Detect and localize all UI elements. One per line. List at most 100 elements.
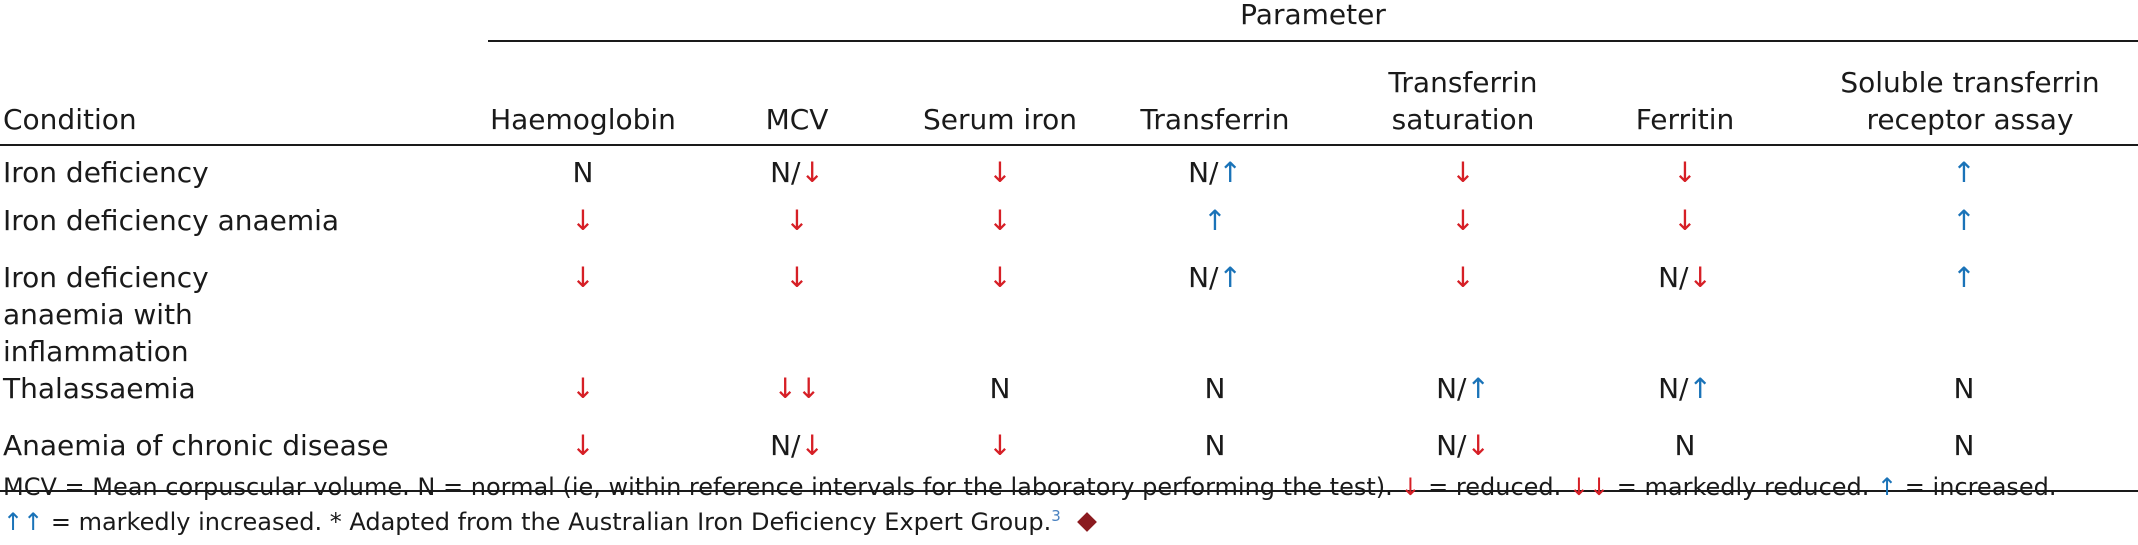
value-cell: ↑ [1790,259,2138,370]
down-arrow-icon: ↓ [988,429,1012,462]
down-arrow-icon: ↓ [571,429,595,462]
iron-studies-table: Condition Haemoglobin MCV Serum iron Tra… [0,44,2138,492]
value-cell: N [1084,427,1346,491]
footnote-markedly-increased: = markedly increased. * Adapted from the… [50,508,1052,536]
value-cell: N/↓ [678,145,916,202]
down-arrow-icon: ↓ [1451,261,1475,294]
value-cell: ↓ [1346,202,1580,259]
value-cell: ↓ [916,145,1084,202]
value-cell: N/↑ [1084,145,1346,202]
value-cell: ↓ [1580,202,1790,259]
value-cell: ↓ [488,370,678,427]
value-cell: ↓ [1346,259,1580,370]
value-text: N/ [1658,372,1689,405]
condition-cell: Anaemia of chronic disease [3,429,389,462]
header-row: Condition Haemoglobin MCV Serum iron Tra… [0,44,2138,146]
value-cell: ↑ [1084,202,1346,259]
down-arrow-icon: ↓ [1451,204,1475,237]
value-cell: ↓ [1580,145,1790,202]
down-arrow-icon: ↓ [571,372,595,405]
reduced-arrow-icon: ↓ [1400,473,1421,501]
increased-arrow-icon: ↑ [1877,473,1898,501]
col-haemoglobin: Haemoglobin [488,44,678,146]
up-arrow-icon: ↑ [1466,372,1490,405]
value-cell: N/↑ [1580,370,1790,427]
value-cell: ↓ [678,259,916,370]
col-soluble-transferrin-receptor: Soluble transferrin receptor assay [1790,44,2138,146]
up-arrow-icon: ↑ [1203,204,1227,237]
value-text: N/ [1436,372,1467,405]
value-cell: N/↓ [678,427,916,491]
down-arrow-icon: ↓ [1451,156,1475,189]
end-diamond-icon [1077,512,1098,532]
down-arrow-icon: ↓↓ [773,372,821,405]
value-cell: N/↑ [1346,370,1580,427]
markedly-reduced-arrow-icon: ↓↓ [1568,473,1610,501]
value-cell: ↓ [488,202,678,259]
down-arrow-icon: ↓ [800,429,824,462]
value-text: N [1204,429,1226,462]
down-arrow-icon: ↓ [1673,204,1697,237]
value-cell: ↑ [1790,202,2138,259]
value-text: N/ [1658,261,1689,294]
up-arrow-icon: ↑ [1688,372,1712,405]
parameter-header: Parameter [488,0,2138,42]
value-cell: ↓ [916,427,1084,491]
value-cell: ↑ [1790,145,2138,202]
value-text: N/ [770,429,801,462]
col-serum-iron: Serum iron [916,44,1084,146]
up-arrow-icon: ↑ [1218,156,1242,189]
down-arrow-icon: ↓ [785,261,809,294]
value-cell: ↓ [488,259,678,370]
up-arrow-icon: ↑ [1952,204,1976,237]
table-row: Iron deficiency anaemia with inflammatio… [0,259,2138,370]
value-text: N/ [1188,261,1219,294]
footnote: MCV = Mean corpuscular volume. N = norma… [3,470,2133,540]
value-text: N [572,156,594,189]
down-arrow-icon: ↓ [800,156,824,189]
down-arrow-icon: ↓ [571,261,595,294]
value-cell: N [916,370,1084,427]
value-text: N [1204,372,1226,405]
value-cell: ↓ [916,259,1084,370]
down-arrow-icon: ↓ [1466,429,1490,462]
col-ferritin: Ferritin [1580,44,1790,146]
value-text: N [1953,372,1975,405]
value-cell: N [1790,427,2138,491]
col-transferrin-saturation: Transferrin saturation [1346,44,1580,146]
down-arrow-icon: ↓ [988,204,1012,237]
value-cell: N [1084,370,1346,427]
value-text: N/ [1436,429,1467,462]
down-arrow-icon: ↓ [1688,261,1712,294]
footnote-increased: = increased. [1904,473,2057,501]
col-transferrin: Transferrin [1084,44,1346,146]
down-arrow-icon: ↓ [785,204,809,237]
value-text: N/ [770,156,801,189]
value-text: N [1674,429,1696,462]
condition-cell: Iron deficiency [3,156,209,189]
value-cell: ↓ [1346,145,1580,202]
condition-cell: Thalassaemia [3,372,196,405]
table-row: Iron deficiency anaemia↓↓↓↑↓↓↑ [0,202,2138,259]
value-cell: N/↓ [1346,427,1580,491]
value-cell: ↓↓ [678,370,916,427]
value-cell: N [488,145,678,202]
value-text: N [989,372,1011,405]
value-cell: ↓ [916,202,1084,259]
up-arrow-icon: ↑ [1952,156,1976,189]
col-mcv: MCV [678,44,916,146]
value-cell: N [1580,427,1790,491]
value-cell: ↓ [488,427,678,491]
value-cell: N [1790,370,2138,427]
markedly-increased-arrow-icon: ↑↑ [3,508,44,536]
reference-link[interactable]: 3 [1051,507,1061,525]
footnote-reduced: = reduced. [1428,473,1562,501]
value-cell: N/↓ [1580,259,1790,370]
down-arrow-icon: ↓ [1673,156,1697,189]
up-arrow-icon: ↑ [1952,261,1976,294]
down-arrow-icon: ↓ [571,204,595,237]
